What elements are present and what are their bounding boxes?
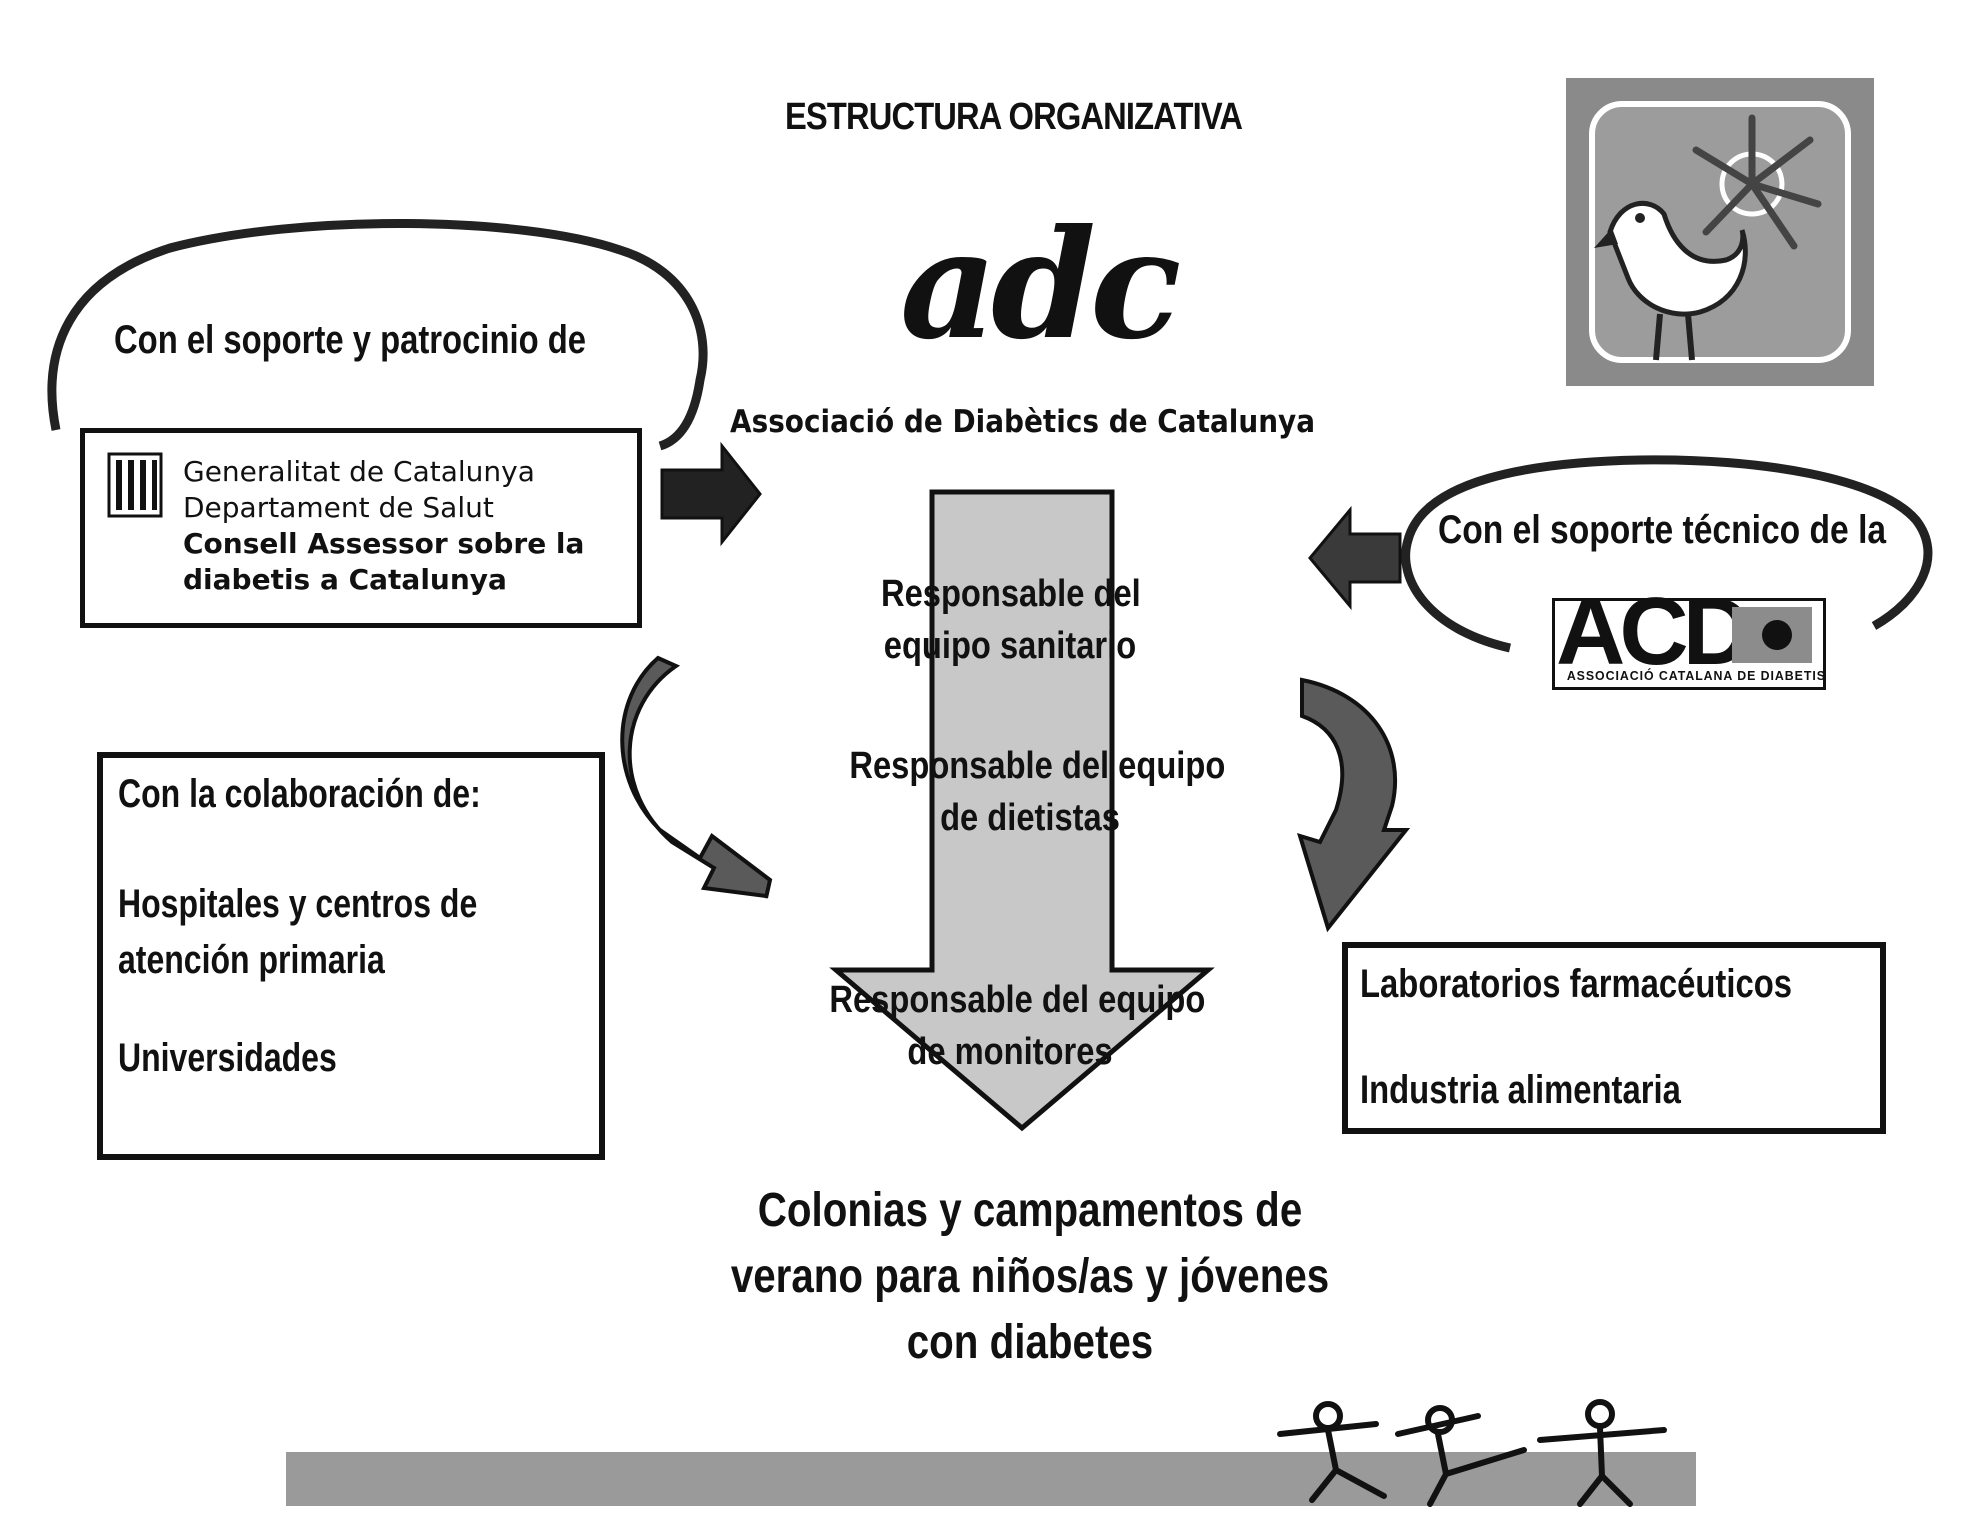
role-dietitians-line-2: de dietistas (940, 797, 1120, 839)
industry-item-food: Industria alimentaria (1360, 1068, 1681, 1112)
collaboration-curved-arrow (620, 655, 773, 899)
support-title: Con el soporte y patrocinio de (114, 318, 587, 362)
collaboration-title: Con la colaboración de: (118, 772, 481, 816)
generalitat-box (80, 428, 642, 628)
role-health-team: Responsable del equipo sanitario (881, 568, 1141, 672)
generalitat-line-4: diabetis a Catalunya (183, 563, 507, 596)
outcome-line-1: Colonias y campamentos de (757, 1184, 1303, 1237)
collaboration-item-hospitals: Hospitales y centros de atención primari… (118, 876, 477, 988)
collaboration-item-hospitals-line-2: atención primaria (118, 938, 385, 982)
role-dietitians: Responsable del equipo de dietistas (849, 740, 1226, 844)
down-flow-arrow (829, 489, 1215, 1132)
page-title: ESTRUCTURA ORGANIZATIVA (785, 96, 1243, 138)
technical-balloon (1401, 455, 1933, 653)
role-dietitians-line-1: Responsable del equipo (849, 745, 1226, 787)
collaboration-item-universities: Universidades (118, 1036, 337, 1080)
role-health-team-line-1: Responsable del (881, 573, 1141, 615)
acd-logo-text: ACD (1556, 578, 1752, 685)
industry-item-labs: Laboratorios farmacéuticos (1360, 962, 1792, 1006)
children-playing-icon (1277, 1399, 1667, 1507)
outcome-line-3: con diabetes (906, 1316, 1154, 1369)
role-monitors-line-1: Responsable del equipo (829, 979, 1206, 1021)
role-monitors-line-2: de monitores (907, 1031, 1113, 1073)
outcome-line-2: verano para niños/as y jóvenes (730, 1250, 1330, 1303)
adc-logo: adc (900, 197, 1181, 373)
generalitat-line-3: Consell Assessor sobre la (183, 527, 585, 560)
role-health-team-line-2: equipo sanitario (883, 625, 1137, 667)
technical-title: Con el soporte técnico de la (1438, 508, 1887, 552)
role-monitors: Responsable del equipo de monitores (829, 974, 1206, 1078)
industry-box (1342, 942, 1886, 1134)
support-balloon (47, 219, 708, 451)
generalitat-line-2: Departament de Salut (183, 491, 494, 524)
collaboration-box (97, 752, 605, 1160)
sponsor-arrow (660, 441, 762, 547)
technical-arrow (1308, 505, 1402, 611)
industry-curved-arrow (1297, 677, 1411, 933)
collaboration-item-hospitals-line-1: Hospitales y centros de (118, 882, 478, 926)
generalitat-line-1: Generalitat de Catalunya (183, 455, 535, 488)
footer-bar (286, 1452, 1696, 1506)
mascot-bird-sun-icon (1566, 78, 1874, 386)
adc-organization-name: Associació de Diabètics de Catalunya (730, 404, 1316, 440)
generalitat-text: Generalitat de Catalunya Departament de … (183, 454, 584, 598)
generalitat-emblem-icon (107, 452, 163, 518)
outcome-text: Colonias y campamentos de verano para ni… (702, 1178, 1357, 1376)
acd-logo-subtitle: ASSOCIACIÓ CATALANA DE DIABETIS (1566, 668, 1826, 683)
acd-logo-dot (1762, 620, 1792, 650)
